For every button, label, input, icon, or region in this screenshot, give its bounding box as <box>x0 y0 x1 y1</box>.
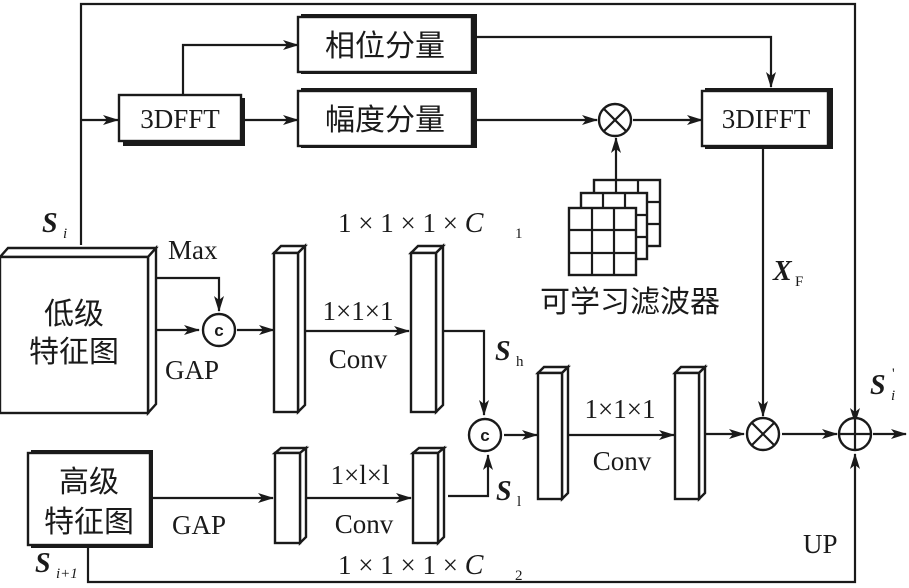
learnable-filter-label: 可学习滤波器 <box>540 285 720 320</box>
concat-node-2: c <box>467 417 503 453</box>
conv-label-3: Conv <box>593 446 652 476</box>
svg-text:i+1: i+1 <box>56 566 78 582</box>
svg-text:': ' <box>892 366 895 382</box>
svg-text:2: 2 <box>515 568 523 584</box>
feature-bar-1 <box>271 243 308 415</box>
concat-icon: c <box>480 426 489 445</box>
svg-text:1 × 1 × 1 × C: 1 × 1 × 1 × C <box>338 550 484 581</box>
feature-bar-3 <box>271 445 310 546</box>
svg-text:X: X <box>772 256 793 287</box>
kernel-label-1: 1×1×1 <box>323 296 394 326</box>
svg-text:1 × 1 × 1 × C: 1 × 1 × 1 × C <box>338 208 484 239</box>
feature-bar-6 <box>672 364 708 502</box>
connections <box>79 2 907 584</box>
phase-to-ifft-line <box>474 35 776 88</box>
svg-text:l: l <box>517 494 521 510</box>
multiply-icon <box>603 108 627 132</box>
amplitude-label: 幅度分量 <box>325 103 445 138</box>
fft-label: 3DFFT <box>140 104 220 134</box>
up-path-line <box>86 453 860 584</box>
gap-low-label: GAP <box>165 355 219 385</box>
max-label: Max <box>168 235 218 265</box>
si1-label: S i+1 <box>35 548 78 582</box>
amplitude-block: 幅度分量 <box>296 88 477 148</box>
svg-text:S: S <box>496 476 512 507</box>
kernel-label-2: 1×l×l <box>331 460 390 490</box>
concat-node-1: c <box>201 312 237 348</box>
skip-connection-line <box>79 2 860 424</box>
sh-label: S h <box>495 336 524 370</box>
dim-c1-label: 1 × 1 × 1 × C 1 <box>338 208 523 242</box>
low-level-feature-map: 低级 特征图 <box>0 244 159 417</box>
phase-block: 相位分量 <box>296 14 477 74</box>
svg-text:F: F <box>795 274 803 290</box>
multiply-node-1 <box>597 102 633 138</box>
sh-path-line <box>437 329 489 416</box>
plus-icon <box>839 418 871 450</box>
svg-text:i: i <box>891 388 895 404</box>
xf-label: X F <box>772 256 803 290</box>
sl-path-line <box>448 454 493 498</box>
fft-block: 3DFFT <box>117 93 245 146</box>
phase-label: 相位分量 <box>325 29 445 64</box>
ifft-label: 3DIFFT <box>722 104 811 134</box>
svg-text:h: h <box>516 354 524 370</box>
multiply-node-2 <box>745 416 781 452</box>
kernel-label-3: 1×1×1 <box>585 394 656 424</box>
svg-text:S: S <box>35 548 51 579</box>
svg-text:i: i <box>63 226 67 242</box>
high-feature-line1: 高级 <box>59 465 119 500</box>
concat-icon: c <box>214 321 223 340</box>
svg-text:S: S <box>495 336 511 367</box>
ifft-block: 3DIFFT <box>700 88 833 149</box>
feature-bar-5 <box>535 364 571 502</box>
up-label: UP <box>803 529 838 559</box>
svg-text:1: 1 <box>515 226 523 242</box>
fft-to-phase-line <box>181 40 299 95</box>
si-prime-label: S ' i <box>870 366 895 404</box>
low-feature-line1: 低级 <box>44 297 104 332</box>
max-path-line <box>155 276 224 312</box>
svg-text:S: S <box>870 370 886 401</box>
conv-label-2: Conv <box>335 509 394 539</box>
gap-high-label: GAP <box>172 510 226 540</box>
dim-c2-label: 1 × 1 × 1 × C 2 <box>338 550 523 584</box>
feature-bar-4 <box>409 445 448 546</box>
low-feature-line2: 特征图 <box>29 335 119 370</box>
multiply-icon <box>751 422 775 446</box>
high-level-feature-map: 高级 特征图 <box>26 450 153 548</box>
sl-label: S l <box>496 476 521 510</box>
feature-bar-2 <box>408 243 446 415</box>
add-node <box>837 416 873 452</box>
high-feature-line2: 特征图 <box>44 505 134 540</box>
svg-text:S: S <box>42 208 58 239</box>
learnable-filter-icon <box>567 178 662 277</box>
conv-label-1: Conv <box>329 344 388 374</box>
si-label: S i <box>42 208 67 242</box>
